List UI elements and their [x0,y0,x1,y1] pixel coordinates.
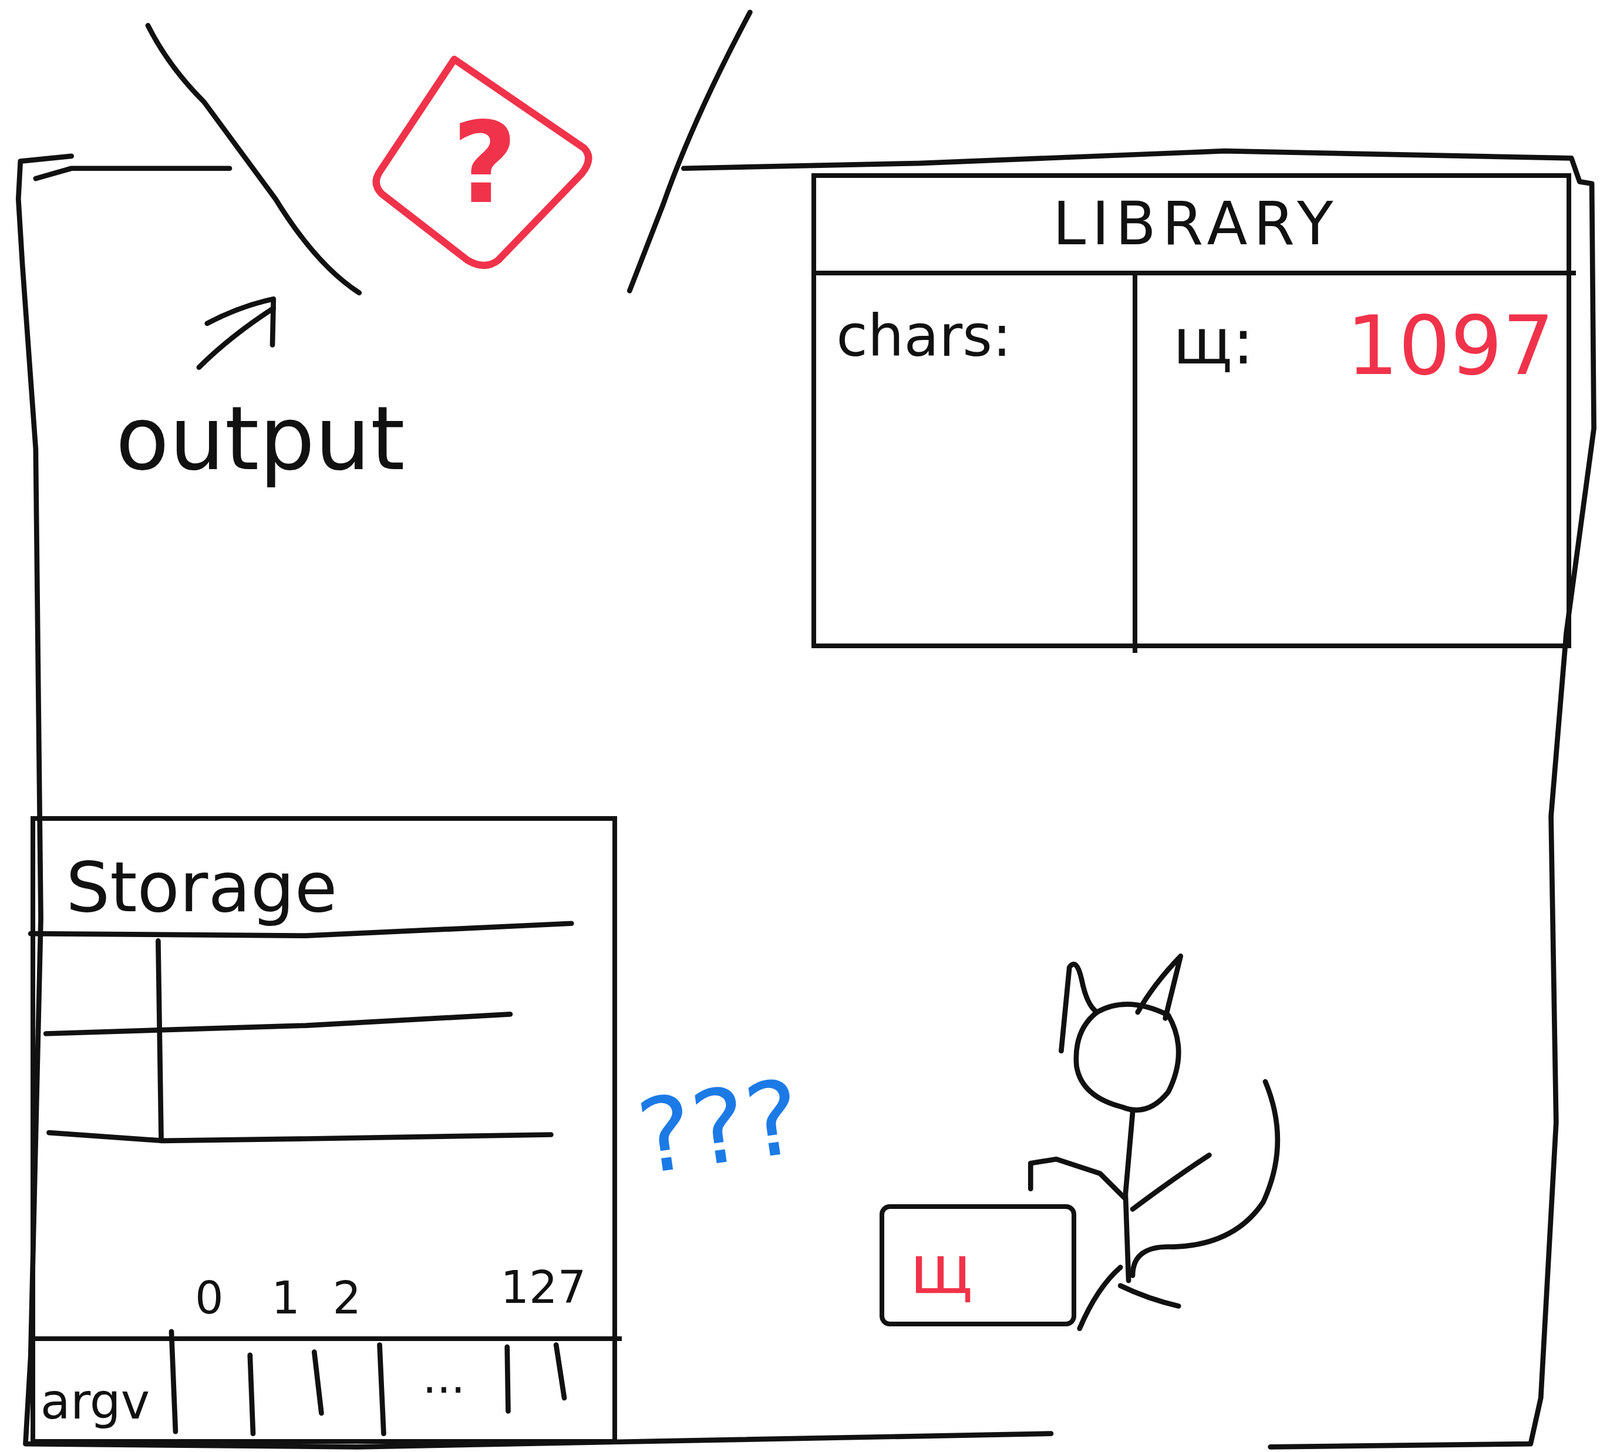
table-cell: chars: [836,295,1127,377]
library-cell: chars: [816,275,1138,653]
storage-table-line [45,1014,511,1034]
cat-body [1125,1112,1133,1281]
char-code: 1097 [1346,300,1571,393]
argv-row: argv [35,1336,622,1449]
door-flap [147,25,360,293]
storage-box: Storage argv [30,816,618,1444]
index-number: 1 [260,1270,312,1327]
cat-head [1076,1004,1179,1110]
argv-cell-divider [507,1346,509,1411]
confusion-marks: ??? [613,1043,826,1212]
cat-ear [1060,964,1097,1052]
output-arrowhead [207,298,274,345]
cat-arm [1132,1154,1209,1209]
library-table: LIBRARYchars:щ:1097 [811,173,1572,648]
ellipsis: ... [402,1352,485,1404]
warning-mark: ? [367,51,603,276]
held-char: щ [909,1228,1063,1311]
storage-title: Storage [65,841,495,933]
index-number: 0 [183,1270,235,1327]
cat-ear [1137,955,1181,1019]
output-label: output [86,377,434,501]
door-jamb [629,12,750,291]
held-box: щ [879,1204,1077,1327]
index-number: 2 [321,1270,373,1327]
table-cell: щ: [1173,295,1327,387]
index-number: 127 [484,1257,602,1319]
argv-cell-divider [379,1345,384,1434]
cat-arm [1030,1159,1126,1199]
library-cell: щ:1097 [1137,275,1576,653]
warning-sign: ? [367,51,603,276]
room-wall [683,150,1594,1447]
argv-cell-divider [556,1345,565,1399]
cat-leg [1079,1267,1121,1329]
cat-tail [1132,1081,1278,1276]
row-name: argv [40,1363,179,1440]
library-title: LIBRARY [816,177,1577,275]
room-wall [35,168,230,179]
cat-leg [1120,1285,1179,1307]
output-arrow [199,308,274,368]
argv-cell-divider [314,1352,322,1414]
argv-cell-divider [250,1355,254,1434]
argv-cell-divider [171,1331,176,1432]
storage-table-line [157,940,161,1141]
storage-table-line [48,1132,551,1141]
